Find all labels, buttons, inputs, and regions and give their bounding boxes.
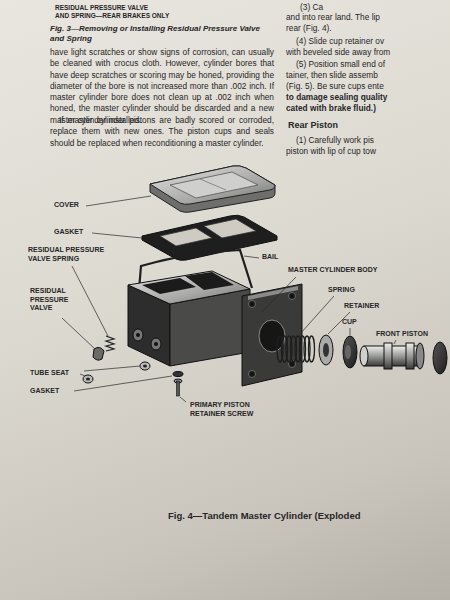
- body-line: and into rear land. The lip: [286, 12, 446, 22]
- callout-label: MASTER CYLINDER BODY: [288, 266, 408, 275]
- master-cylinder-body: [128, 271, 302, 386]
- body-line: piston with lip of cup tow: [286, 146, 446, 156]
- body-line: cated with brake fluid.): [286, 103, 446, 113]
- leader-lines: [62, 196, 396, 402]
- screw-gasket: [173, 372, 183, 377]
- cover: [150, 166, 275, 213]
- section-heading: Rear Piston: [288, 120, 438, 130]
- body-line: (1) Carefully work pis: [296, 135, 446, 145]
- callout-label: GASKET: [30, 387, 75, 396]
- callout-label: COVER: [54, 201, 94, 210]
- body-line: (Fig. 5). Be sure cups ente: [286, 81, 446, 91]
- body-paragraph: have light scratches or show signs of co…: [50, 47, 274, 126]
- callout-label: RESIDUAL PRESSURE VALVE SPRING: [28, 246, 108, 263]
- running-head: AND SPRING—REAR BRAKES ONLY: [55, 12, 255, 20]
- callout-label: TUBE SEAT: [30, 369, 85, 378]
- figure-caption: Fig. 4—Tandem Master Cylinder (Exploded: [168, 510, 361, 521]
- body-line: tainer, then slide assemb: [286, 70, 446, 80]
- body-line: with beveled side away from: [286, 47, 446, 57]
- body-line: rear (Fig. 4).: [286, 23, 446, 33]
- callout-label: RESIDUAL PRESSURE VALVE: [30, 287, 82, 313]
- callout-label: CUP: [342, 318, 372, 327]
- callout-label: BAIL: [262, 253, 292, 262]
- callout-label: FRONT PISTON: [376, 330, 446, 339]
- tube-seat: [140, 362, 150, 370]
- body-paragraph: If master cylinder pistons are badly sco…: [50, 115, 274, 149]
- body-line: (4) Slide cup retainer ov: [296, 36, 446, 46]
- callout-label: RETAINER: [344, 302, 404, 311]
- body-line: (3) Ca: [300, 2, 440, 12]
- body-line: (5) Position small end of: [296, 59, 446, 69]
- figure-caption: Fig. 3—Removing or Installing Residual P…: [50, 24, 275, 44]
- running-head: RESIDUAL PRESSURE VALVE: [55, 4, 255, 12]
- callout-label: PRIMARY PISTON RETAINER SCREW: [190, 401, 275, 418]
- spring: [277, 336, 315, 362]
- gasket: [142, 215, 277, 260]
- piston-parts: [319, 335, 447, 374]
- retainer-screw: [177, 381, 180, 396]
- body-line: to damage sealing quality: [286, 92, 446, 102]
- tube-seat: [83, 375, 93, 383]
- callout-label: SPRING: [328, 286, 378, 295]
- valve-spring: [106, 336, 114, 351]
- callout-label: GASKET: [54, 228, 99, 237]
- valve: [93, 347, 104, 360]
